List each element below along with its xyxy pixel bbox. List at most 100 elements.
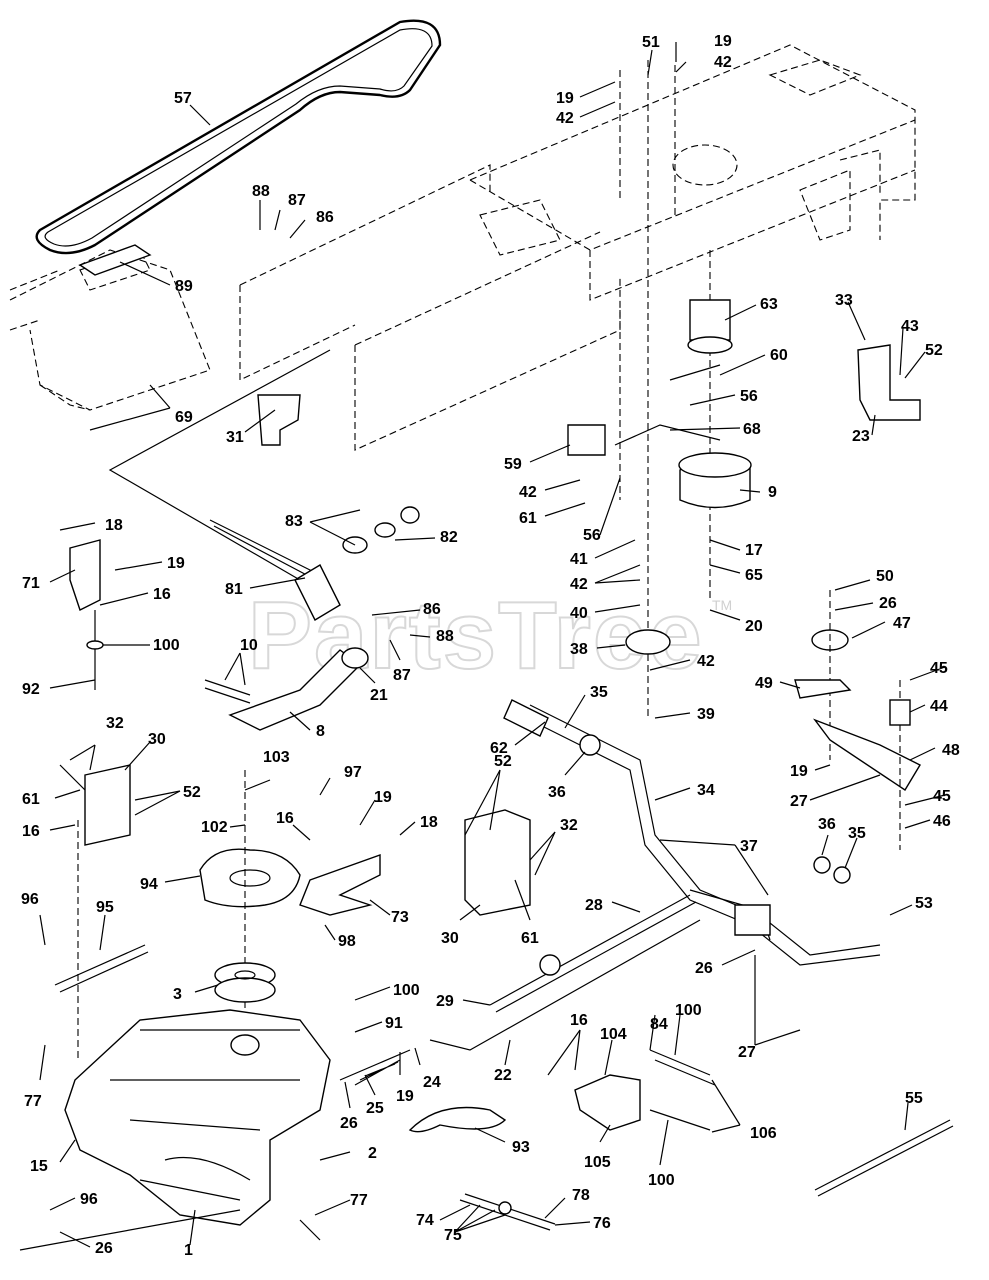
callout-19: 19 [396,1088,414,1105]
callout-69: 69 [175,409,193,426]
callout-33: 33 [835,292,853,309]
part-71-bracket [69,539,101,611]
callout-23: 23 [852,428,870,445]
cooling-fan-94 [199,848,301,908]
callout-43: 43 [901,318,919,335]
part-8-bracket [204,647,369,731]
callout-1: 1 [184,1242,193,1259]
pto-clutch-stack [567,60,752,720]
callout-17: 17 [745,542,763,559]
callout-16: 16 [276,810,294,827]
callout-42: 42 [570,576,588,593]
callout-97: 97 [344,764,362,781]
frame-front [9,249,211,411]
callout-19: 19 [374,789,392,806]
callout-56: 56 [740,388,758,405]
callout-49: 49 [755,675,773,692]
callout-55: 55 [905,1090,923,1107]
callout-40: 40 [570,605,588,622]
pulley-3 [214,962,276,1003]
frame-rear [469,44,916,301]
callout-88: 88 [436,628,454,645]
callout-36: 36 [818,816,836,833]
callout-28: 28 [585,897,603,914]
part-73-bracket [299,854,381,916]
callout-76: 76 [593,1215,611,1232]
callout-94: 94 [140,876,158,893]
callout-88: 88 [252,183,270,200]
part-23-bracket [857,344,921,421]
callout-98: 98 [338,933,356,950]
callout-106: 106 [750,1125,777,1142]
spring-25 [339,1049,411,1081]
callout-75: 75 [444,1227,462,1244]
callout-86: 86 [423,601,441,618]
axle-right [299,1219,321,1241]
callout-35: 35 [848,825,866,842]
callout-29: 29 [436,993,454,1010]
callout-100: 100 [675,1002,702,1019]
callout-84: 84 [650,1016,668,1033]
callout-61: 61 [521,930,539,947]
callout-19: 19 [714,33,732,50]
callout-30: 30 [441,930,459,947]
part-30-bracket-center [464,809,531,916]
callout-105: 105 [584,1154,611,1171]
callout-87: 87 [288,192,306,209]
callout-87: 87 [393,667,411,684]
rod-22 [429,919,701,1051]
callout-100: 100 [393,982,420,999]
callout-103: 103 [263,749,290,766]
callout-82: 82 [440,529,458,546]
callout-53: 53 [915,895,933,912]
drive-belt [35,19,442,255]
callout-41: 41 [570,551,588,568]
callout-42: 42 [714,54,732,71]
callout-59: 59 [504,456,522,473]
callout-83: 83 [285,513,303,530]
callout-42: 42 [697,653,715,670]
callout-18: 18 [420,814,438,831]
callout-27: 27 [738,1044,756,1061]
callout-96: 96 [80,1191,98,1208]
brake-rod [108,349,331,582]
callout-25: 25 [366,1100,384,1117]
callout-27: 27 [790,793,808,810]
callout-102: 102 [201,819,228,836]
part-30-bracket-left [84,764,131,846]
callout-51: 51 [642,34,660,51]
washer-100 [86,640,104,650]
callout-52: 52 [925,342,943,359]
callout-96: 96 [21,891,39,908]
washer-83c [400,506,420,524]
callout-46: 46 [933,813,951,830]
rod-28 [489,889,771,1013]
callout-31: 31 [226,429,244,446]
hose-93 [408,1106,507,1133]
callout-93: 93 [512,1139,530,1156]
callout-8: 8 [316,723,325,740]
callout-74: 74 [416,1212,434,1229]
callout-34: 34 [697,782,715,799]
callout-38: 38 [570,641,588,658]
bolt-32 [59,764,86,791]
callout-3: 3 [173,986,182,1003]
callout-47: 47 [893,615,911,632]
callout-32: 32 [106,715,124,732]
callout-78: 78 [572,1187,590,1204]
callout-62: 62 [490,740,508,757]
callout-71: 71 [22,575,40,592]
callout-104: 104 [600,1026,627,1043]
callout-36: 36 [548,784,566,801]
shift-shaft-34 [503,699,881,966]
callout-21: 21 [370,687,388,704]
callout-61: 61 [22,791,40,808]
callout-65: 65 [745,567,763,584]
part-81-lever [294,564,341,621]
callout-100: 100 [648,1172,675,1189]
callout-18: 18 [105,517,123,534]
callout-56: 56 [583,527,601,544]
callout-30: 30 [148,731,166,748]
callout-95: 95 [96,899,114,916]
